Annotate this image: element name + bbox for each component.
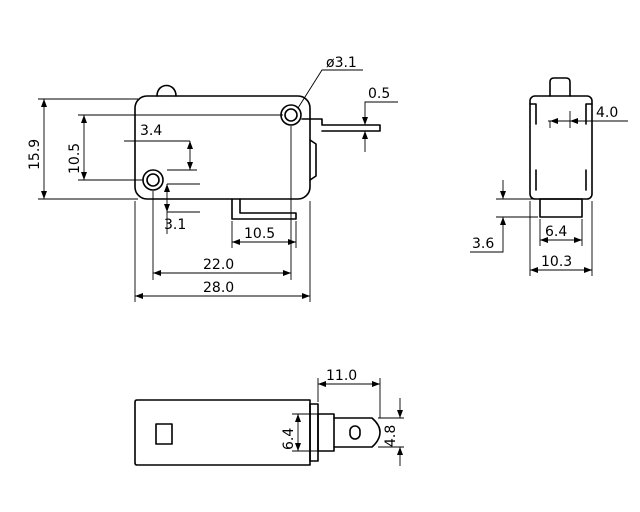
dim-terminal-projection-label: 11.0 (326, 368, 357, 384)
dim-hole-offset-top: 3.4 (124, 123, 197, 171)
top-view: 11.0 6.4 4.8 (134, 368, 404, 466)
dim-terminal-projection: 11.0 (317, 368, 381, 418)
dim-hole-spacing-h: 22.0 (152, 126, 292, 280)
dim-terminal-length-label: 10.5 (244, 226, 275, 242)
dim-hole-offset-left: 3.1 (164, 183, 200, 234)
front-hole-bottom-inner (146, 173, 160, 187)
side-plunger (549, 77, 571, 97)
dim-flange-height-label: 6.4 (281, 428, 297, 450)
dim-hole-diameter: ø3.1 (297, 55, 363, 109)
side-rib-top-right (585, 103, 593, 125)
dim-height: 15.9 (27, 98, 138, 200)
side-view: 4.0 3.6 6.4 10.3 (470, 77, 628, 276)
front-bottom-terminal (231, 198, 297, 220)
top-terminal-tab (333, 417, 381, 448)
dim-hole-spacing-v: 10.5 (67, 114, 283, 181)
dim-plunger-width-label: 4.0 (596, 105, 618, 121)
dim-terminal-width: 6.4 (539, 219, 583, 246)
side-rib-top-left (529, 103, 537, 125)
dim-hole-offset-left-label: 3.1 (164, 217, 186, 233)
dim-plunger-width: 4.0 (548, 105, 628, 128)
dim-hole-diameter-label: ø3.1 (326, 55, 357, 71)
dim-hole-spacing-v-label: 10.5 (67, 143, 83, 174)
top-body (134, 399, 311, 466)
dim-lever-thickness: 0.5 (362, 86, 398, 152)
top-flange (309, 403, 319, 462)
top-label-slot (155, 423, 173, 445)
dim-hole-spacing-h-label: 22.0 (203, 257, 234, 273)
dim-tab-width: 4.8 (378, 398, 404, 466)
dim-height-label: 15.9 (27, 139, 43, 170)
front-body (134, 95, 311, 200)
front-hole-top-inner (284, 108, 298, 122)
front-terminal-notch (309, 139, 317, 181)
dim-width: 10.3 (529, 201, 593, 276)
dim-terminal-height: 3.6 (470, 180, 538, 253)
dim-length-label: 28.0 (203, 280, 234, 296)
dim-hole-offset-top-label: 3.4 (140, 123, 162, 139)
dim-terminal-width-label: 6.4 (545, 224, 567, 240)
dim-tab-width-label: 4.8 (383, 425, 399, 447)
top-neck (317, 413, 335, 452)
dim-terminal-height-label: 3.6 (472, 236, 494, 252)
side-terminals (539, 198, 583, 218)
front-view: ø3.1 0.5 15.9 10.5 (27, 55, 398, 302)
dim-lever-thickness-label: 0.5 (368, 86, 390, 102)
top-tab-hole (349, 425, 361, 440)
front-hole-bottom (142, 169, 164, 191)
front-lever (301, 118, 381, 132)
dim-terminal-length: 10.5 (231, 221, 297, 248)
side-body (529, 95, 593, 200)
dim-flange-height: 6.4 (281, 413, 318, 452)
front-plunger (156, 84, 177, 97)
dim-length: 28.0 (134, 201, 311, 302)
dim-width-label: 10.3 (541, 254, 572, 270)
